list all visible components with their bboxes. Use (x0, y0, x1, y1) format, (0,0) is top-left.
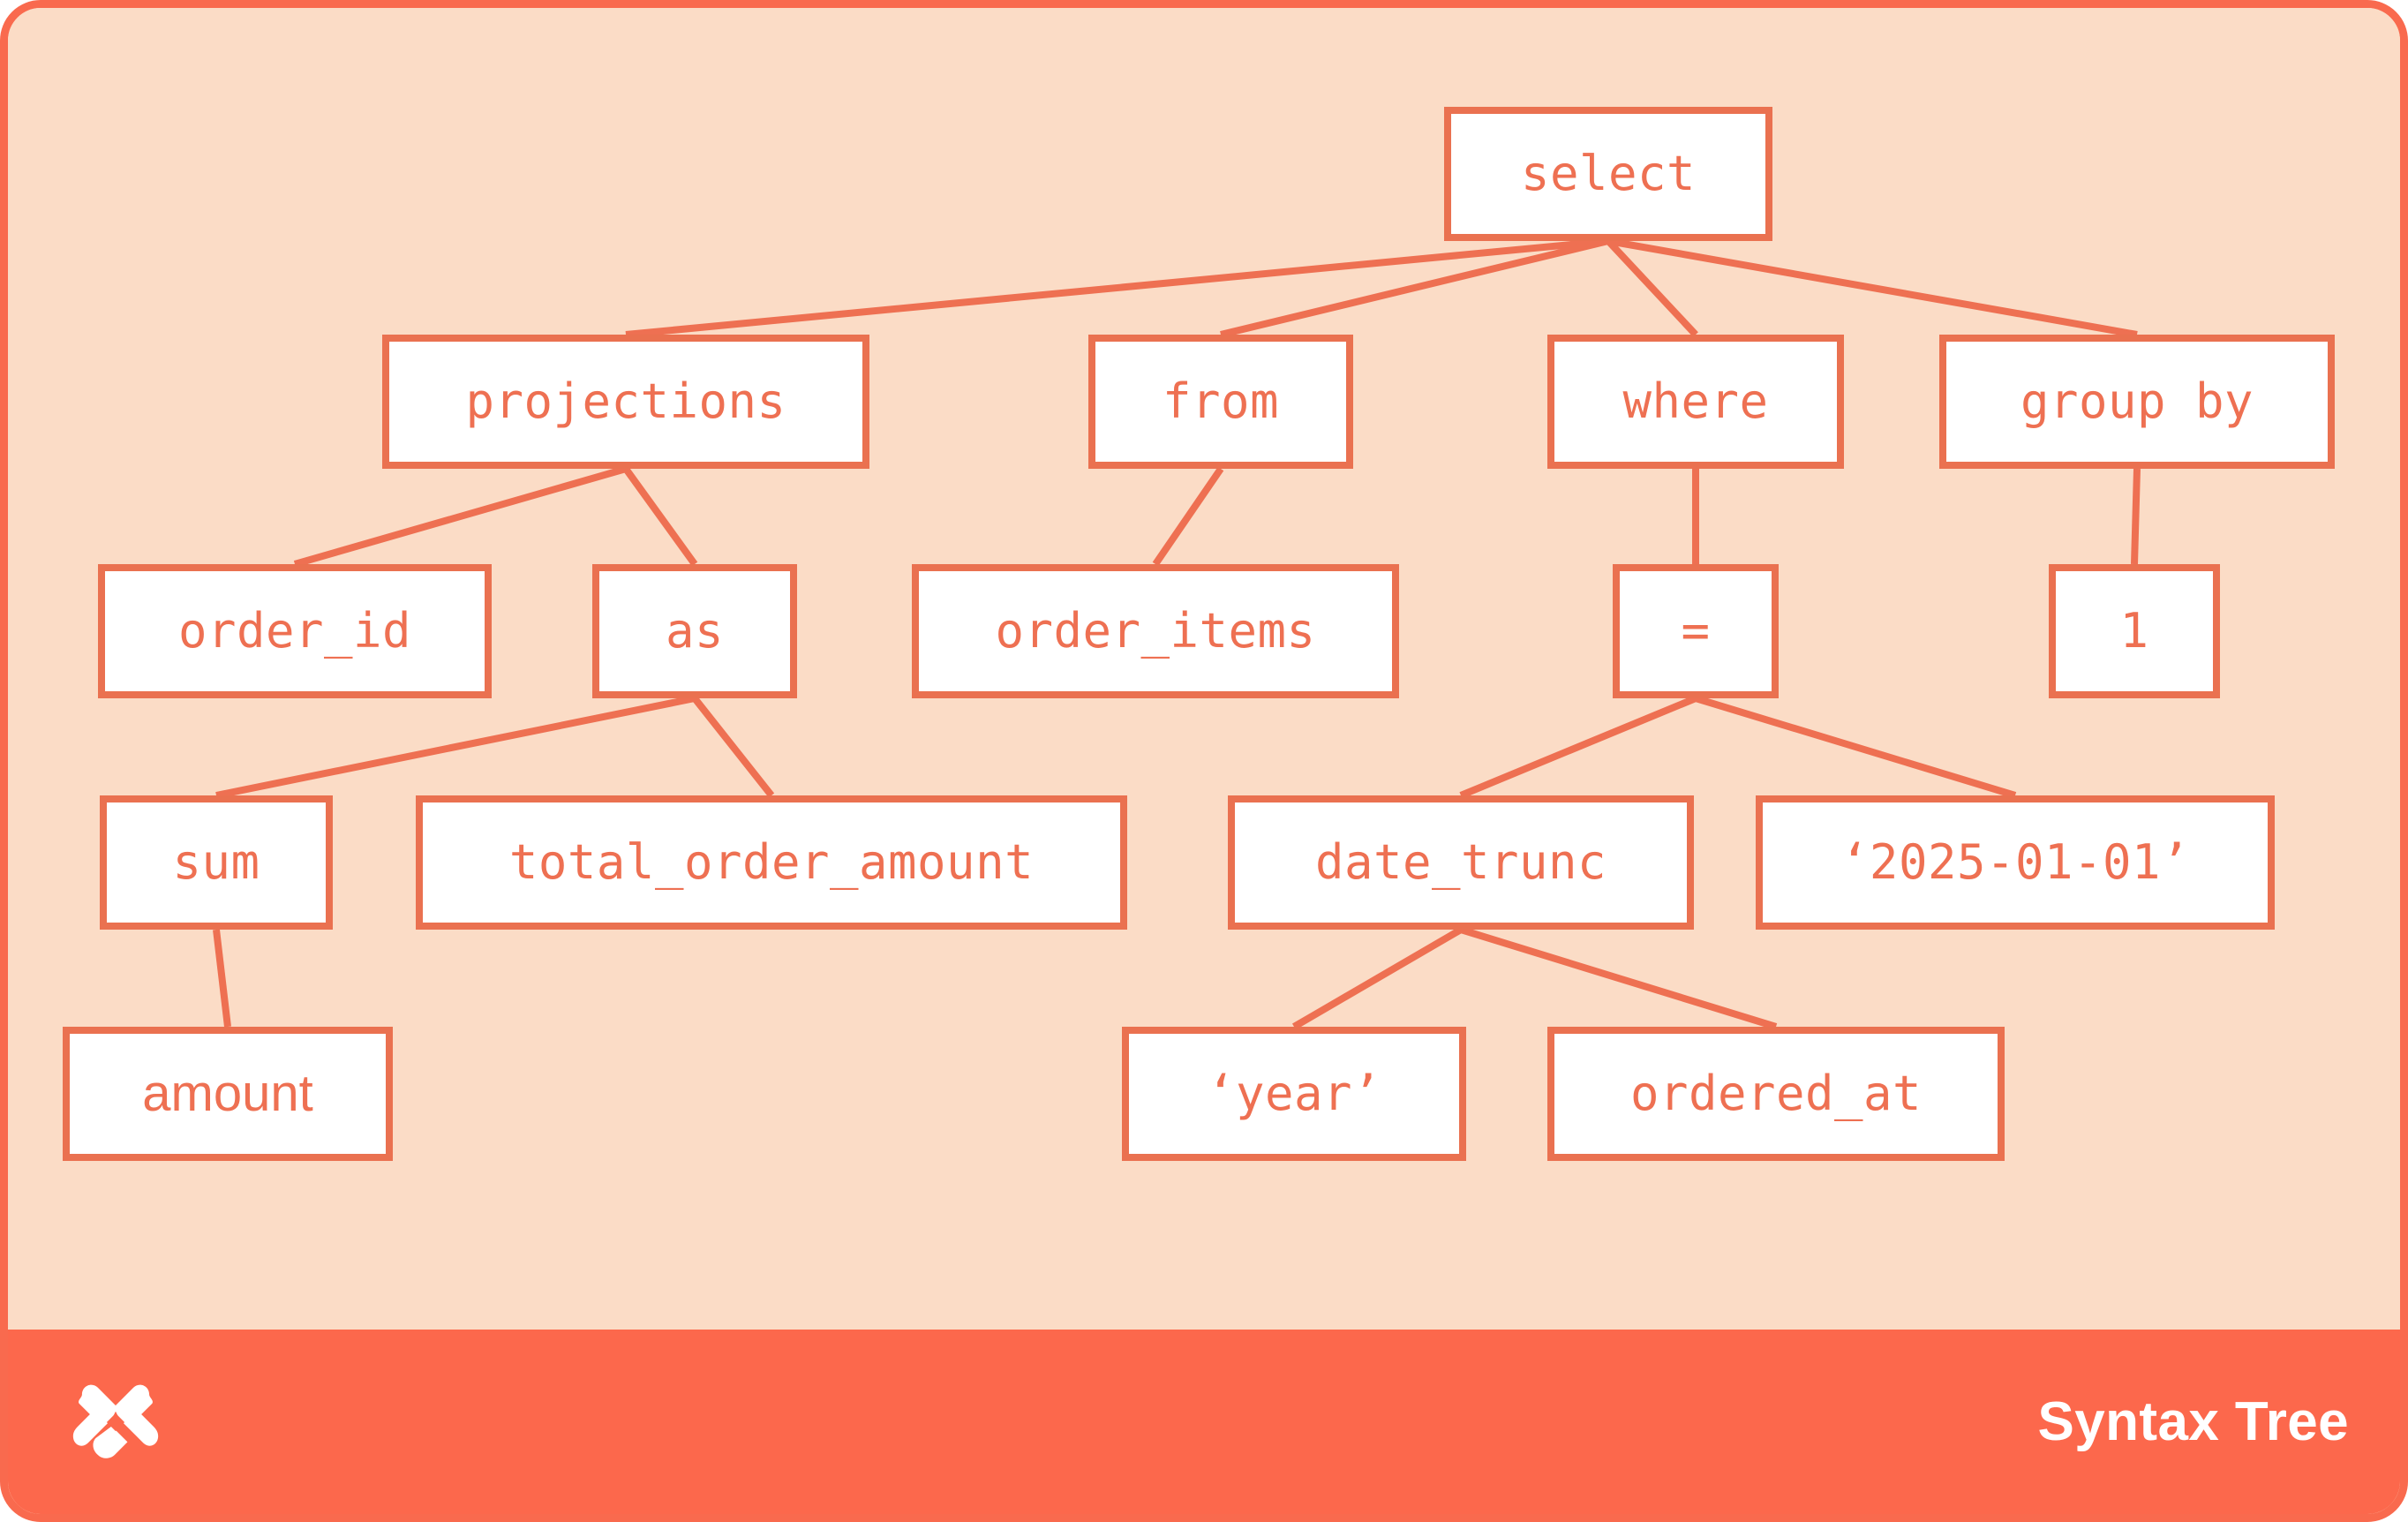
tree-node-one[interactable]: 1 (2049, 564, 2220, 698)
tree-node-label-from: from (1162, 373, 1280, 429)
tree-node-label-where: where (1622, 373, 1769, 429)
tree-edge-date_trunc-to-ordered_at (1459, 926, 1778, 1030)
tree-node-label-sum: sum (172, 834, 260, 890)
tree-node-year_literal[interactable]: ‘year’ (1122, 1027, 1466, 1161)
tree-node-label-date_trunc: date_trunc (1314, 834, 1607, 890)
tree-node-from[interactable]: from (1088, 335, 1353, 469)
tree-node-label-amount: amount (142, 1065, 313, 1122)
edge-group (213, 237, 2141, 1030)
tree-node-label-date_literal: ‘2025-01-01’ (1840, 834, 2191, 890)
tree-edge-as-to-sum (215, 695, 696, 799)
tree-node-where[interactable]: where (1547, 335, 1844, 469)
tree-edges-layer (213, 237, 2141, 1030)
tree-edge-select-to-from (1220, 237, 1609, 338)
tree-edge-group_by-to-one (2131, 468, 2141, 565)
tree-edge-eq-to-date_literal (1694, 695, 2017, 799)
tree-node-date_literal[interactable]: ‘2025-01-01’ (1756, 795, 2275, 930)
tree-node-label-ordered_at: ordered_at (1629, 1066, 1923, 1121)
tree-node-order_items[interactable]: order_items (912, 564, 1399, 698)
tree-node-label-eq: = (1681, 603, 1711, 659)
tree-node-label-select: select (1520, 146, 1697, 201)
tree-node-label-year_literal: ‘year’ (1206, 1066, 1382, 1121)
tree-node-projections[interactable]: projections (382, 335, 869, 469)
tree-edge-projections-to-order_id (293, 465, 628, 568)
footer-title: Syntax Tree (2037, 1391, 2349, 1452)
tree-node-order_id[interactable]: order_id (98, 564, 492, 698)
tree-node-amount[interactable]: amount (63, 1027, 393, 1161)
tree-node-eq[interactable]: = (1613, 564, 1779, 698)
tree-node-select[interactable]: select (1444, 107, 1772, 241)
tree-node-total_order_amount[interactable]: total_order_amount (416, 795, 1127, 930)
tree-edge-from-to-order_items (1152, 466, 1224, 567)
tree-edge-eq-to-date_trunc (1459, 695, 1697, 799)
tree-node-label-group_by: group by (2020, 373, 2254, 429)
tree-edge-projections-to-as (622, 466, 698, 567)
tree-edge-select-to-where (1606, 238, 1698, 337)
tree-node-label-total_order_amount: total_order_amount (508, 834, 1035, 890)
tree-node-group_by[interactable]: group by (1939, 335, 2335, 469)
tree-edge-date_trunc-to-year_literal (1291, 926, 1464, 1030)
tree-canvas: select projections from where group by order_… (8, 8, 2400, 1345)
tree-edge-select-to-projections (625, 237, 1609, 338)
tree-node-sum[interactable]: sum (100, 795, 333, 930)
x-mark-logo-icon (72, 1384, 159, 1458)
tree-node-label-order_items: order_items (995, 603, 1316, 659)
tree-node-as[interactable]: as (592, 564, 797, 698)
tree-node-ordered_at[interactable]: ordered_at (1547, 1027, 2005, 1161)
tree-edge-as-to-total_order_amount (691, 696, 775, 798)
tree-node-date_trunc[interactable]: date_trunc (1228, 795, 1694, 930)
tree-node-label-one: 1 (2119, 603, 2149, 659)
tree-node-label-projections: projections (465, 373, 786, 429)
tree-edge-sum-to-amount (213, 929, 231, 1028)
tree-node-label-as: as (665, 603, 725, 659)
tree-node-label-order_id: order_id (177, 603, 412, 659)
tree-edge-select-to-group_by (1607, 237, 2138, 338)
footer-bar: Syntax Tree (8, 1330, 2400, 1514)
